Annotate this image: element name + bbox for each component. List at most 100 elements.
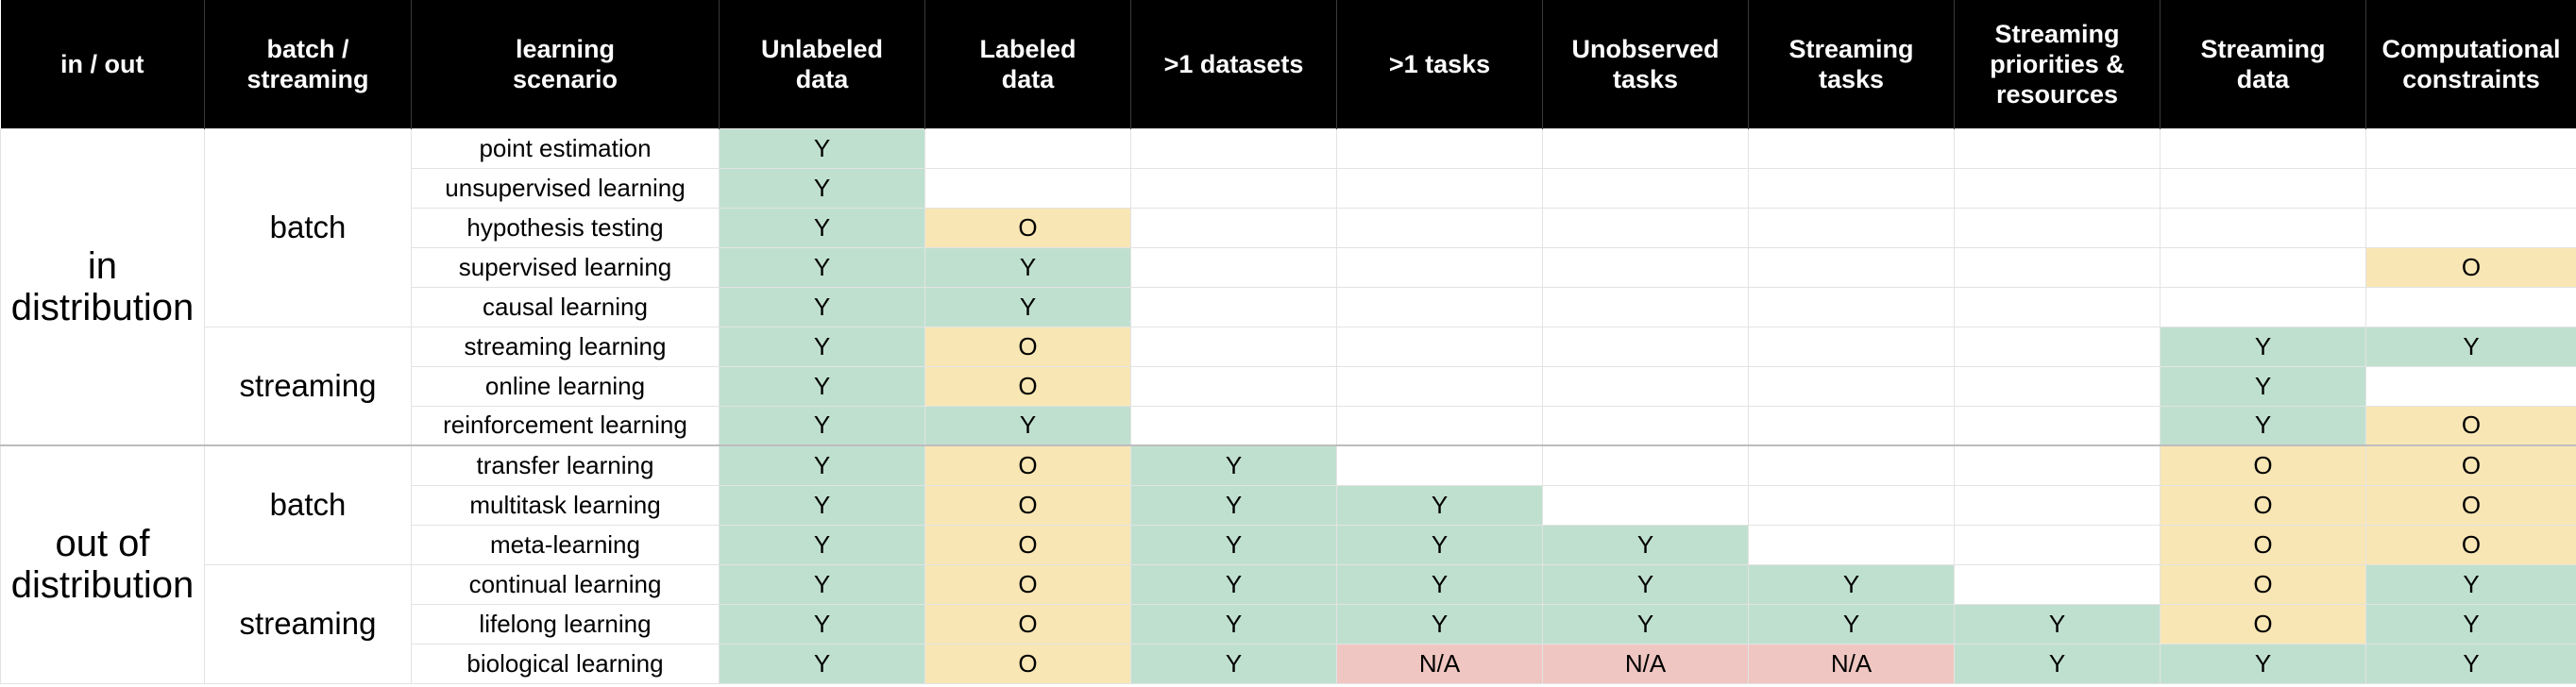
matrix-value-cell [1336, 207, 1543, 248]
matrix-value-cell [1748, 246, 1955, 288]
matrix-value-cell: Y [1542, 603, 1749, 645]
matrix-value-cell [1748, 127, 1955, 169]
matrix-value-cell: Y [1954, 643, 2161, 684]
column-header-line: Labeled [979, 34, 1076, 63]
matrix-value-cell: Y [719, 643, 925, 684]
matrix-value-cell: O [2160, 484, 2366, 526]
matrix-value-cell [1954, 444, 2161, 486]
column-header-line: data [1001, 64, 1055, 93]
matrix-value-cell: Y [719, 484, 925, 526]
column-header-line: priorities & [1990, 49, 2125, 78]
matrix-value-cell: O [924, 207, 1131, 248]
matrix-value-cell [1954, 167, 2161, 209]
matrix-value-cell [1336, 127, 1543, 169]
matrix-value-cell [2160, 207, 2366, 248]
learning-scenario-cell: reinforcement learning [411, 405, 720, 446]
matrix-value-cell: N/A [1748, 643, 1955, 684]
matrix-value-cell: O [2365, 405, 2576, 446]
matrix-value-cell [1954, 207, 2161, 248]
matrix-value-cell [1130, 127, 1337, 169]
matrix-value-cell: O [2365, 484, 2576, 526]
matrix-value-cell [2365, 167, 2576, 209]
matrix-value-cell: Y [719, 326, 925, 367]
column-header: batch /streaming [204, 0, 412, 128]
matrix-value-cell [1542, 444, 1749, 486]
matrix-value-cell: O [2365, 246, 2576, 288]
column-header-line: >1 tasks [1388, 49, 1491, 78]
matrix-value-cell: O [924, 365, 1131, 407]
matrix-value-cell: O [2365, 444, 2576, 486]
matrix-value-cell: Y [1748, 563, 1955, 605]
matrix-value-cell: O [2365, 524, 2576, 565]
matrix-value-cell [1336, 326, 1543, 367]
matrix-value-cell: O [924, 563, 1131, 605]
matrix-value-cell [1748, 326, 1955, 367]
matrix-value-cell: O [924, 444, 1131, 486]
column-header-line: Streaming [1994, 19, 2120, 48]
learning-scenario-cell: hypothesis testing [411, 207, 720, 248]
matrix-value-cell: Y [2160, 405, 2366, 446]
column-header-line: constraints [2402, 64, 2540, 93]
matrix-value-cell [2160, 167, 2366, 209]
matrix-value-cell: O [924, 524, 1131, 565]
column-header-line: Streaming [2200, 34, 2326, 63]
learning-scenario-cell: meta-learning [411, 524, 720, 565]
matrix-value-cell [1336, 365, 1543, 407]
matrix-value-cell: N/A [1336, 643, 1543, 684]
matrix-value-cell: Y [719, 365, 925, 407]
learning-scenario-cell: supervised learning [411, 246, 720, 288]
learning-scenario-cell: biological learning [411, 643, 720, 684]
column-header-line: learning [515, 34, 616, 63]
matrix-value-cell: Y [1130, 603, 1337, 645]
matrix-value-cell [1748, 167, 1955, 209]
matrix-value-cell [1954, 563, 2161, 605]
matrix-value-cell [1954, 484, 2161, 526]
matrix-value-cell [2365, 127, 2576, 169]
learning-scenario-cell: point estimation [411, 127, 720, 169]
column-header-line: data [2236, 64, 2290, 93]
matrix-value-cell [1542, 207, 1749, 248]
matrix-value-cell [2160, 127, 2366, 169]
matrix-value-cell: Y [1954, 603, 2161, 645]
learning-scenario-cell: unsupervised learning [411, 167, 720, 209]
matrix-value-cell [1336, 246, 1543, 288]
matrix-value-cell [1336, 167, 1543, 209]
matrix-value-cell [1336, 286, 1543, 327]
matrix-value-cell: Y [719, 563, 925, 605]
matrix-value-cell [1542, 405, 1749, 446]
learning-scenario-cell: multitask learning [411, 484, 720, 526]
distribution-group-label-line: out of [55, 523, 150, 565]
matrix-value-cell [2365, 207, 2576, 248]
matrix-value-cell: Y [719, 167, 925, 209]
matrix-value-cell [1748, 405, 1955, 446]
matrix-value-cell [1542, 484, 1749, 526]
matrix-value-cell: Y [2160, 643, 2366, 684]
matrix-value-cell [1748, 207, 1955, 248]
matrix-value-cell: Y [1336, 524, 1543, 565]
column-header-line: batch / [266, 34, 349, 63]
matrix-value-cell: O [2160, 563, 2366, 605]
matrix-value-cell [1542, 286, 1749, 327]
matrix-value-cell [1542, 365, 1749, 407]
column-header-line: Streaming [1788, 34, 1914, 63]
distribution-group-label-line: in [87, 244, 118, 287]
matrix-value-cell [1336, 444, 1543, 486]
matrix-value-cell: Y [1336, 484, 1543, 526]
matrix-value-cell [1954, 326, 2161, 367]
column-header-line: Computational [2381, 34, 2561, 63]
matrix-value-cell [1130, 365, 1337, 407]
matrix-value-cell: Y [719, 603, 925, 645]
learning-scenario-cell: lifelong learning [411, 603, 720, 645]
